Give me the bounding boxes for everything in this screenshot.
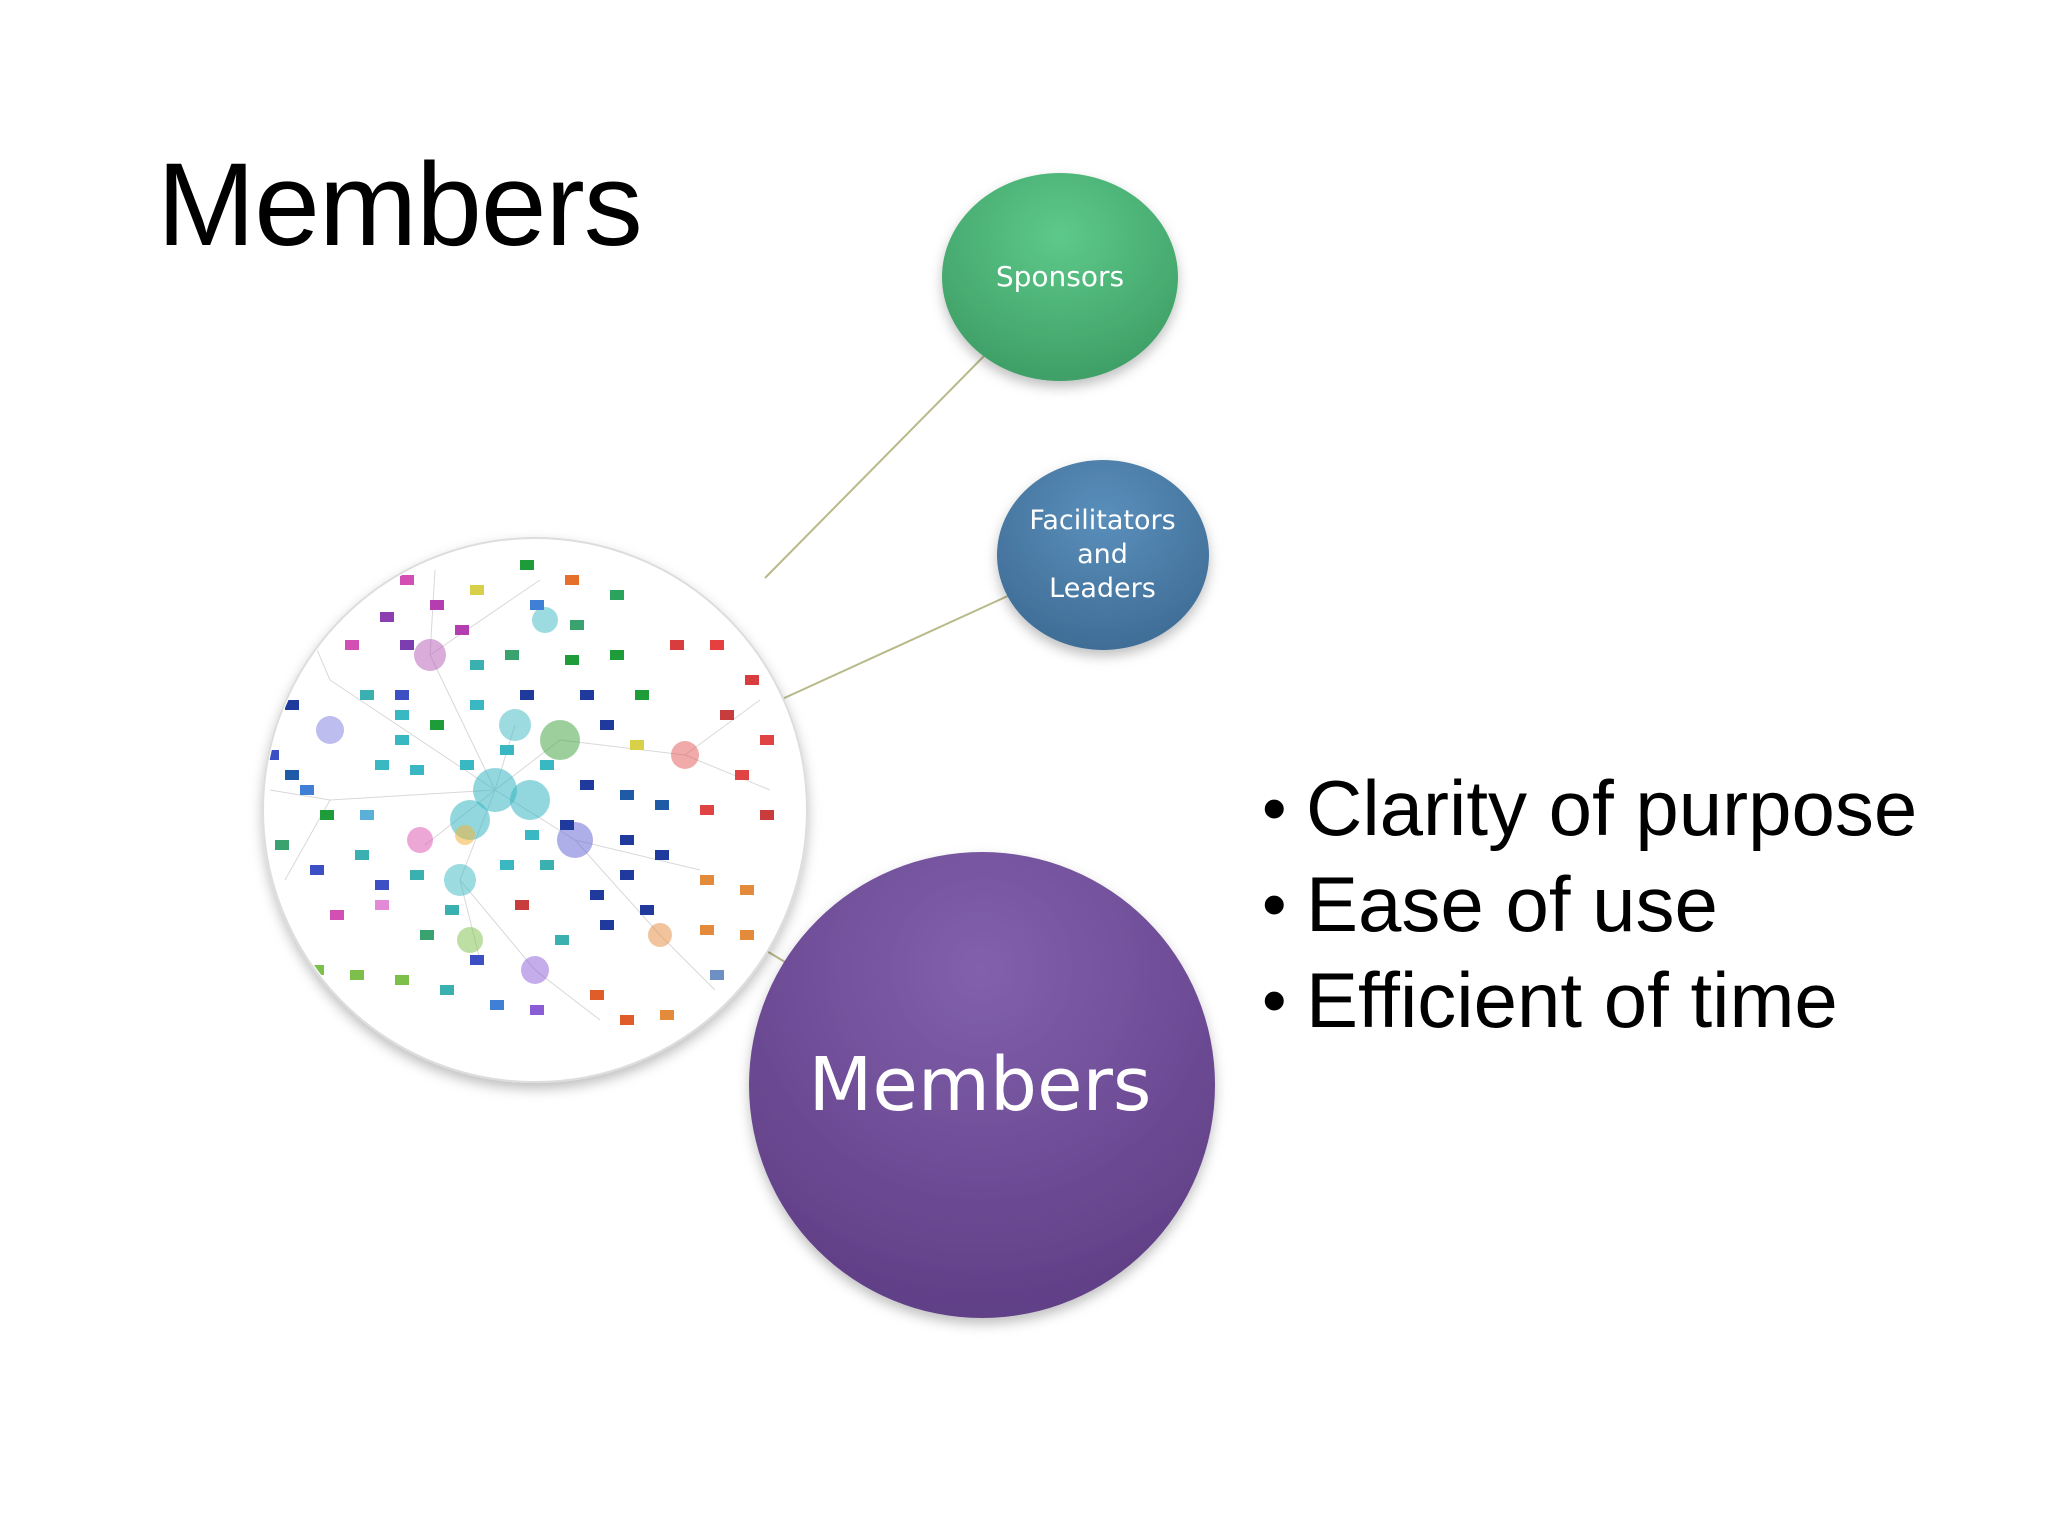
members-bubble [749, 852, 1215, 1318]
bullet-list: Clarity of purpose Ease of use Efficient… [1262, 760, 1917, 1048]
network-graph-image [262, 537, 808, 1083]
slide-title: Members [157, 139, 643, 271]
sponsors-bubble [942, 173, 1178, 381]
members-label: Members [808, 1042, 1152, 1128]
bullet-item: Ease of use [1262, 856, 1917, 952]
bullet-item: Clarity of purpose [1262, 760, 1917, 856]
connector-sponsors [764, 354, 986, 579]
facilitators-bubble [997, 460, 1209, 650]
connector-facilitators [779, 594, 1011, 701]
sponsors-label: Sponsors [995, 259, 1125, 293]
facilitators-label: Facilitators and Leaders [1029, 505, 1176, 604]
bullet-item: Efficient of time [1262, 952, 1917, 1048]
